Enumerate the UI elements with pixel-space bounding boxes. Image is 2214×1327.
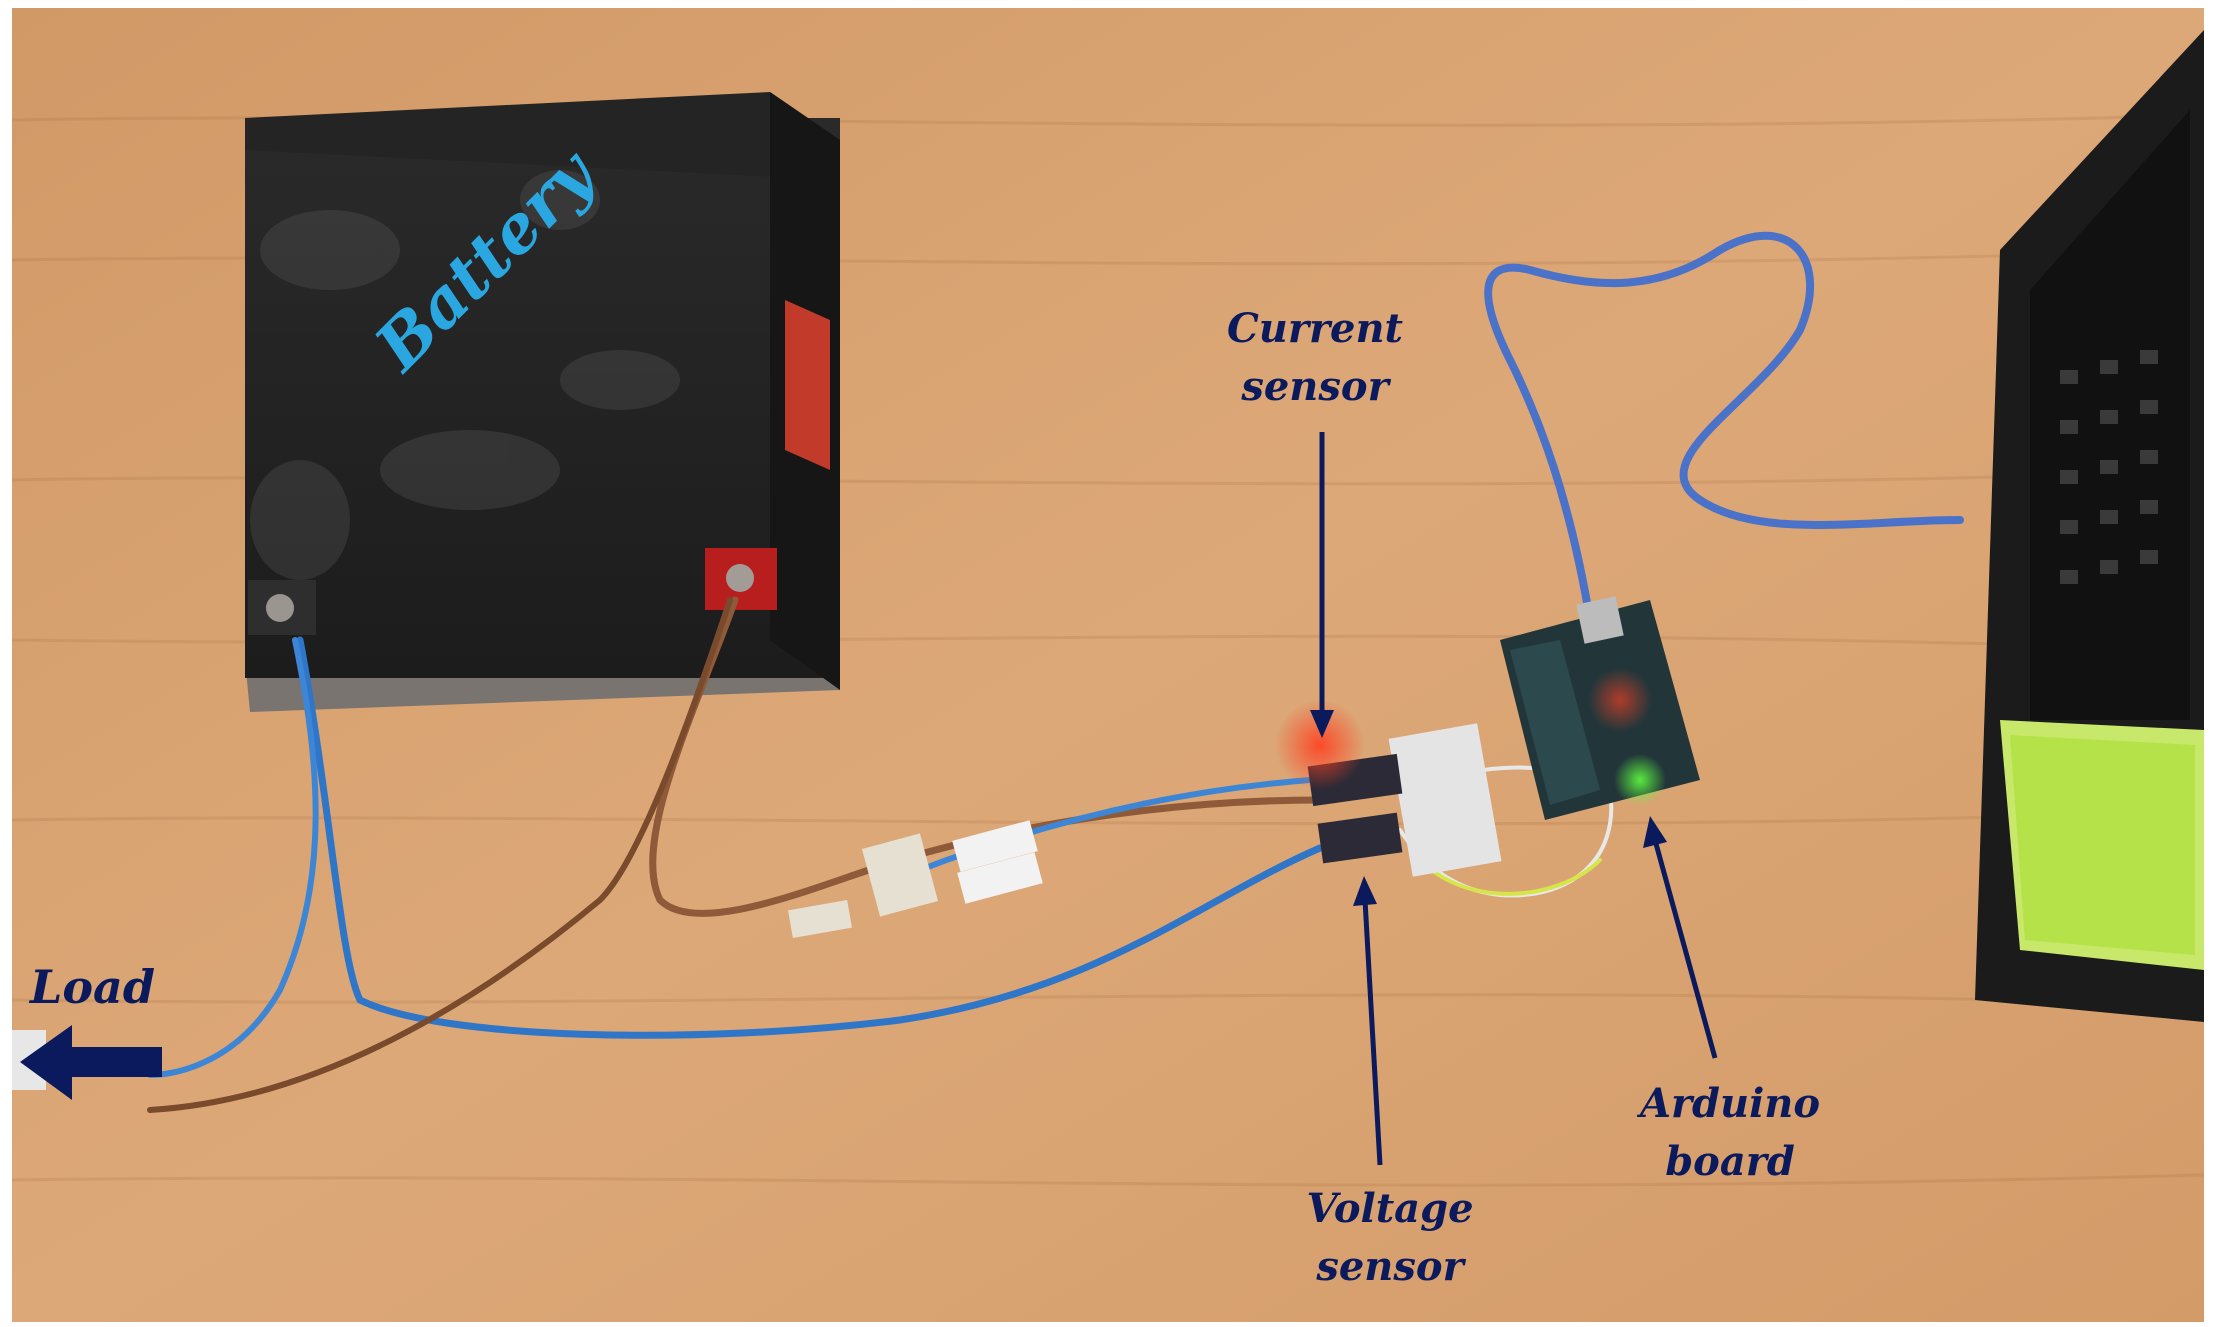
voltage-sensor-label: Voltage sensor <box>1290 1180 1490 1296</box>
arduino-board-label: Arduino board <box>1620 1075 1840 1191</box>
wire-connectors <box>788 820 1043 938</box>
load-arrow <box>12 1025 162 1100</box>
current-sensor-label: Current sensor <box>1205 300 1425 416</box>
load-label: Load <box>30 960 155 1014</box>
annotation-arrows <box>1310 432 1718 1166</box>
voltage-sensor-label-line1: Voltage <box>1306 1185 1474 1232</box>
voltage-sensor-arrow <box>1362 899 1383 1166</box>
arduino-board-label-line1: Arduino <box>1639 1080 1821 1127</box>
current-sensor-label-line2: sensor <box>1241 363 1389 410</box>
laptop <box>1975 30 2204 1022</box>
battery-grime <box>250 170 680 580</box>
current-sensor-label-line1: Current <box>1226 305 1404 352</box>
arduino-board-arrow <box>1652 839 1718 1059</box>
arduino-board-label-line2: board <box>1665 1138 1795 1185</box>
voltage-sensor-board <box>1317 812 1403 864</box>
voltage-sensor-label-line2: sensor <box>1316 1243 1464 1290</box>
sensors <box>1275 700 1502 877</box>
breadboard <box>1388 723 1502 877</box>
arduino <box>1500 596 1700 820</box>
wires <box>147 231 1964 1113</box>
laptop-keys <box>2060 350 2158 584</box>
battery <box>245 92 840 712</box>
